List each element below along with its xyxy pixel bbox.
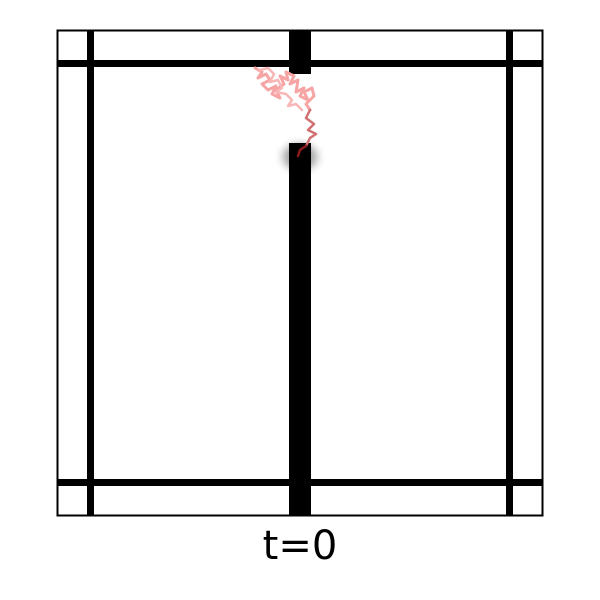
right-wall [506, 30, 513, 516]
center-wall-top-stub [289, 30, 311, 74]
trajectory-trail [253, 66, 316, 112]
left-wall [87, 30, 94, 516]
time-step-label: t=0 [262, 523, 338, 569]
trajectory-recent [304, 108, 318, 148]
trajectory-head [296, 144, 308, 158]
center-wall [289, 143, 311, 516]
trajectory-trail-loops [258, 66, 304, 112]
